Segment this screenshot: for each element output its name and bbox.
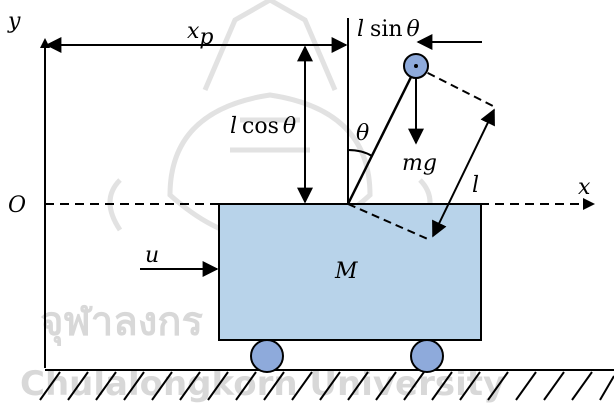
- lsin-label-fn: sin: [370, 17, 403, 42]
- y-axis-label: y: [7, 9, 21, 34]
- lcos-label-fn: cos: [242, 114, 279, 139]
- xp-label: xp: [187, 19, 214, 50]
- wheel-left: [250, 339, 284, 373]
- y-axis-arrowhead: [40, 38, 50, 48]
- xp-label-sub: p: [199, 25, 213, 50]
- lcos-label-l: l: [230, 114, 237, 139]
- xp-label-base: x: [187, 19, 200, 44]
- wheel-right: [410, 339, 444, 373]
- length-dash-top: [415, 66, 496, 108]
- mass-label: M: [334, 259, 358, 284]
- length-dash-bottom: [347, 203, 431, 241]
- lsin-label-theta: θ: [407, 17, 420, 42]
- pendulum-bob-pivot: [414, 64, 418, 68]
- length-dimension-arrow: [432, 108, 495, 238]
- force-label: u: [145, 243, 159, 268]
- length-label: l: [472, 173, 479, 198]
- lsin-label-l: l: [357, 17, 364, 42]
- pendulum-rod: [346, 66, 418, 205]
- theta-arc: [347, 149, 373, 157]
- x-axis-arrowhead: [583, 198, 595, 210]
- origin-label: O: [8, 193, 26, 218]
- x-axis-label: x: [578, 175, 591, 200]
- theta-label: θ: [356, 121, 369, 146]
- lcos-label-theta: θ: [283, 114, 296, 139]
- watermark-thai: จุฬาลงกร: [40, 299, 204, 347]
- mg-label: mg: [402, 151, 437, 176]
- ground: [39, 369, 614, 401]
